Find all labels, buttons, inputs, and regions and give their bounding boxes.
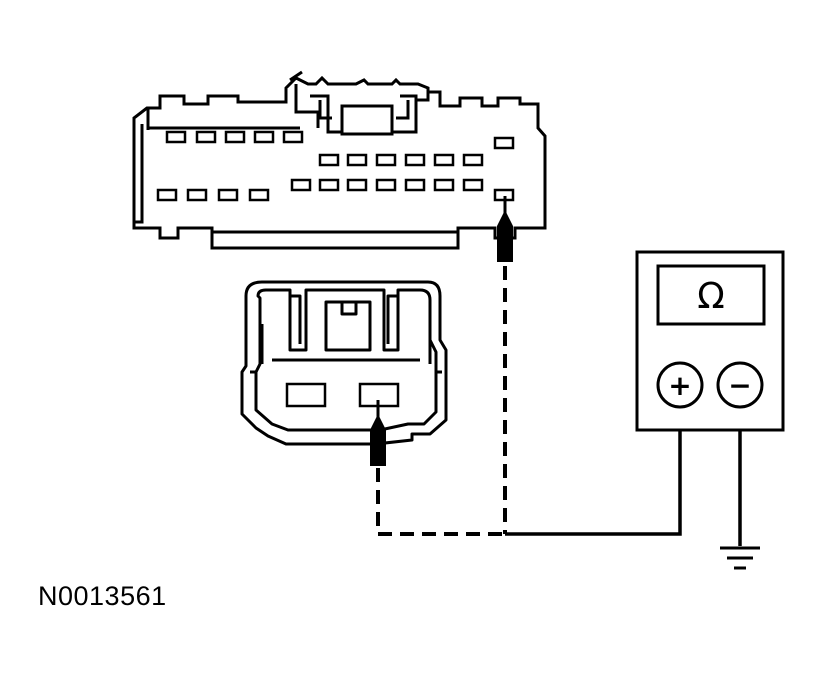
ground-icon — [720, 546, 760, 570]
probe-icon — [370, 196, 513, 466]
test-leads — [376, 266, 507, 536]
small-connector — [240, 280, 448, 446]
large-connector — [132, 70, 547, 250]
small-connector-cavities — [285, 382, 400, 408]
positive-terminal[interactable] — [656, 361, 704, 409]
positive-label: + — [668, 369, 691, 402]
large-connector-cavities — [156, 130, 515, 202]
negative-label: − — [728, 369, 751, 402]
ohmmeter-icon: Ω + − — [635, 250, 785, 432]
meter-display: Ω — [697, 276, 725, 317]
figure-id: N0013561 — [38, 581, 167, 611]
negative-terminal[interactable] — [716, 361, 764, 409]
